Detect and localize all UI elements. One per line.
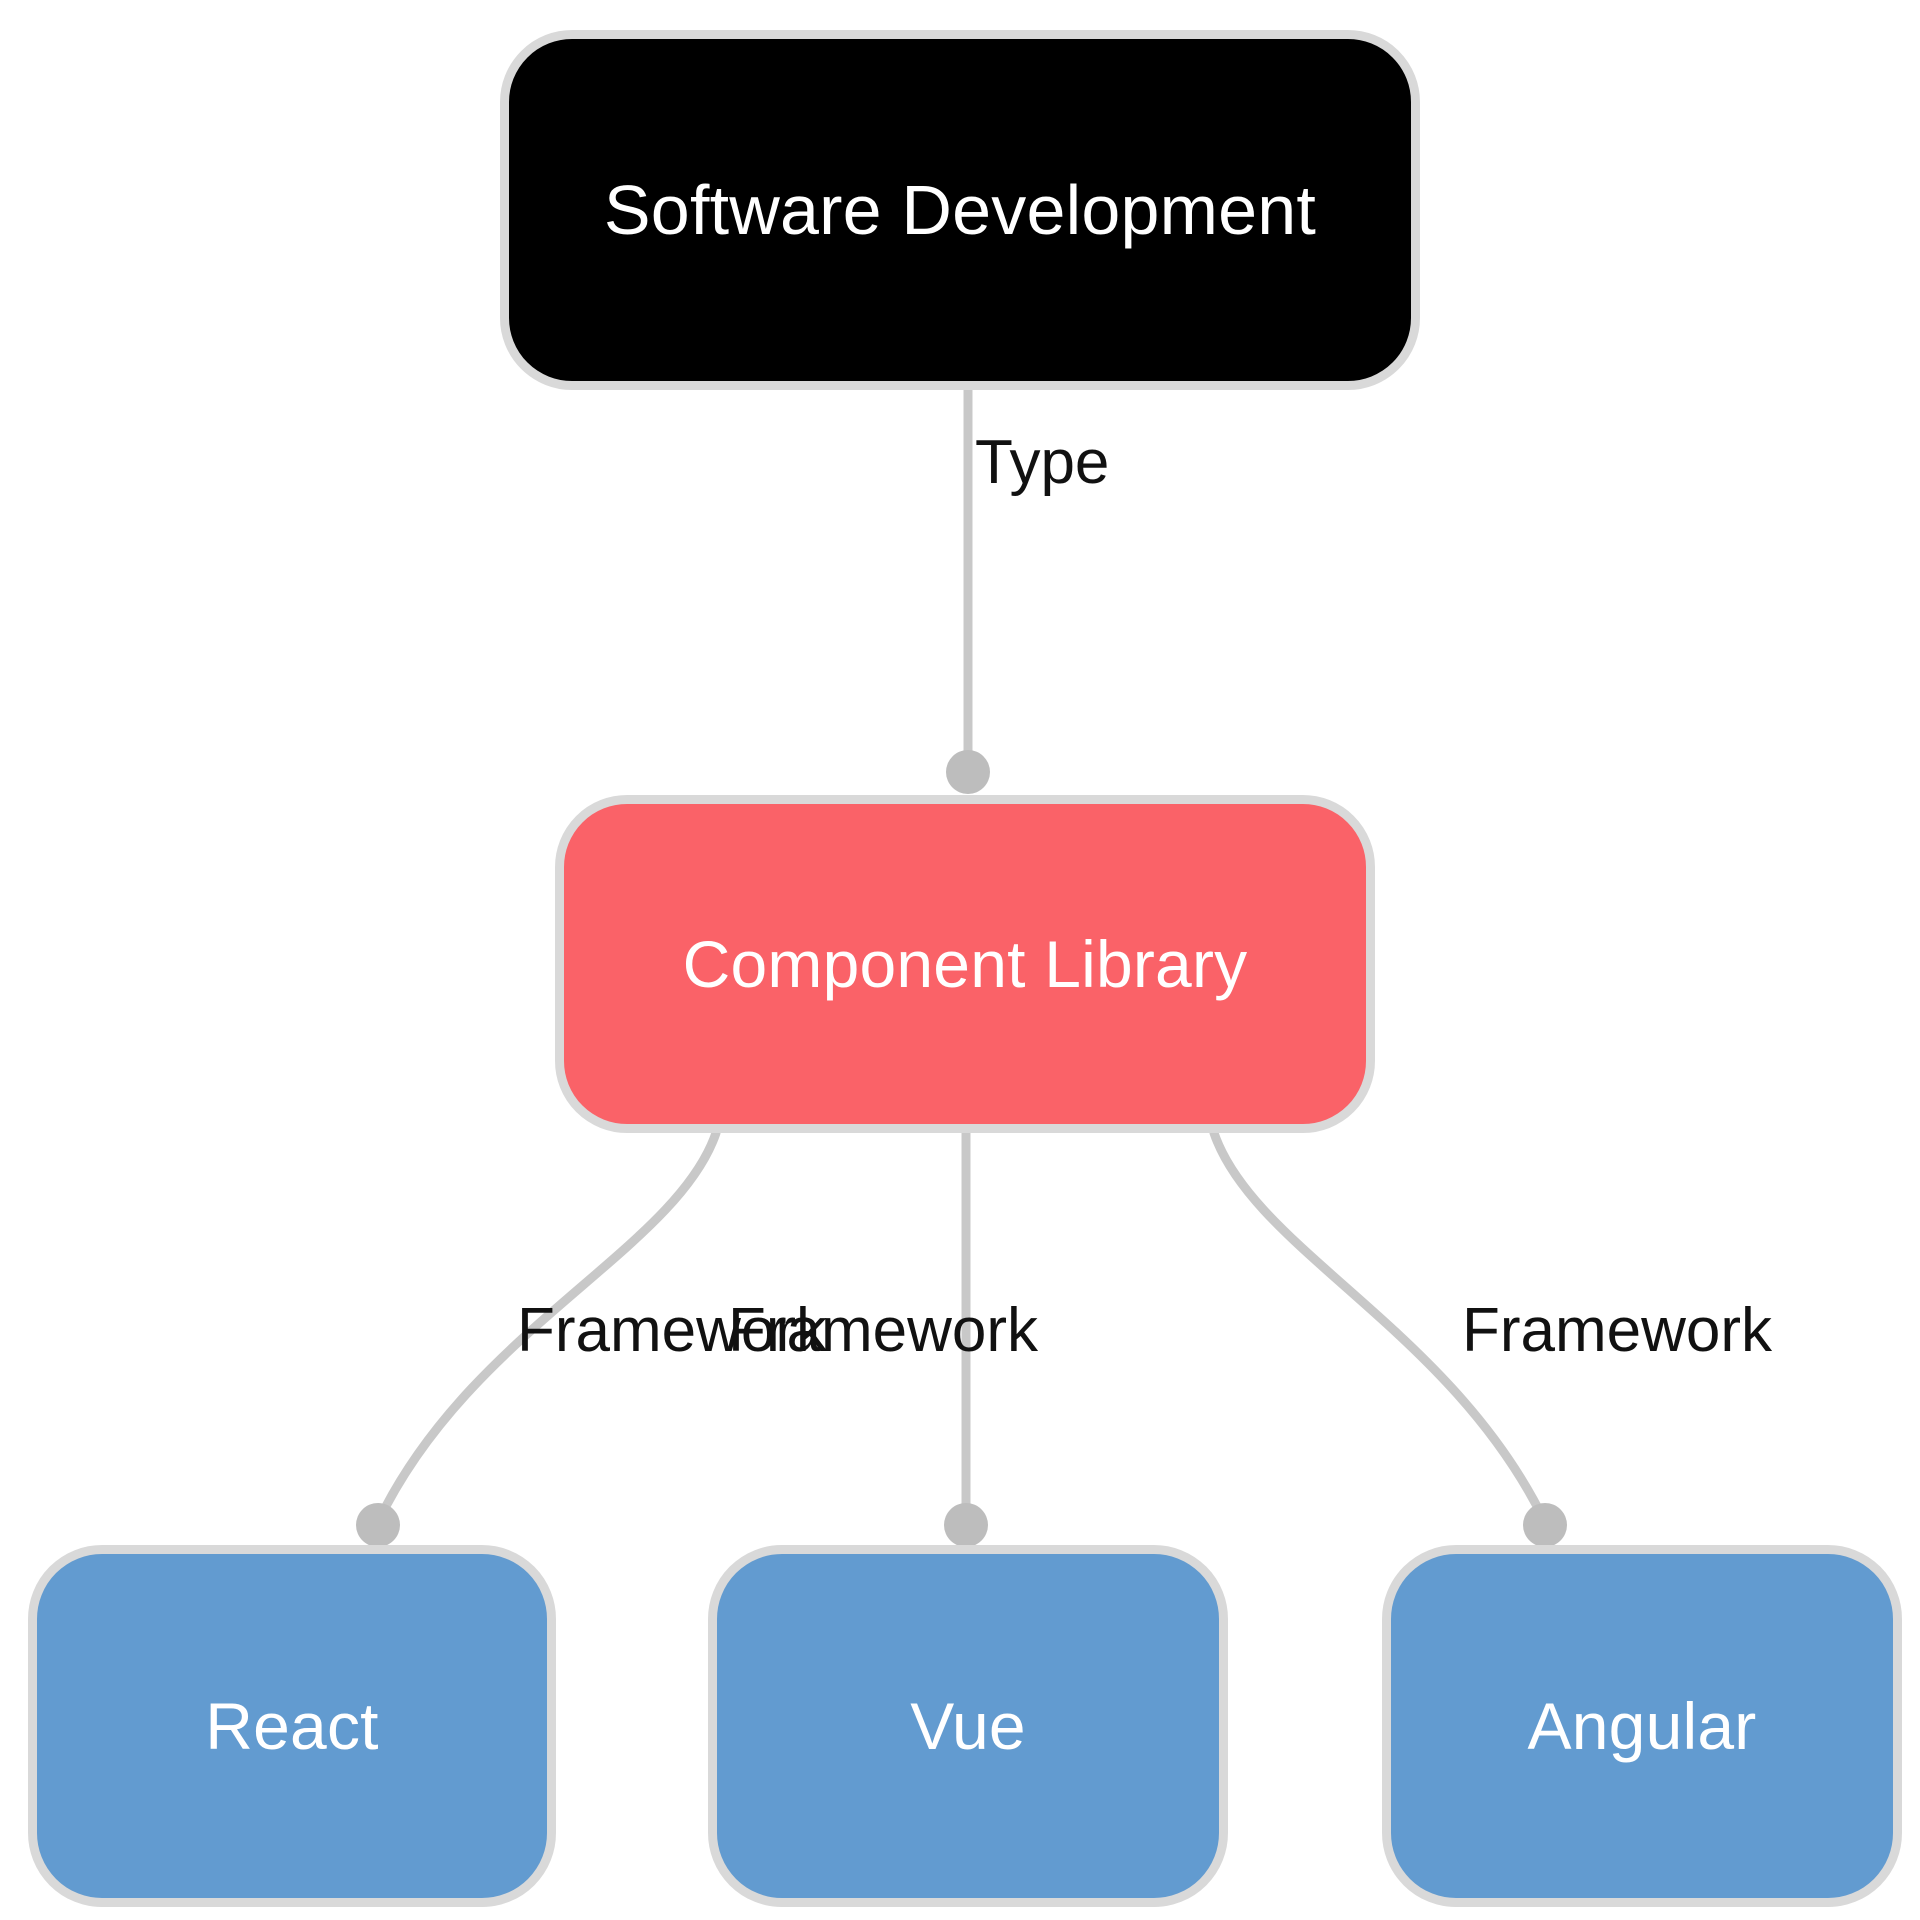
node-software-development[interactable]: Software Development [500,30,1420,390]
node-label-software-development: Software Development [603,170,1317,249]
node-vue[interactable]: Vue [708,1545,1228,1907]
edge-endpoint-component-library [946,750,990,794]
node-component-library[interactable]: Component Library [555,795,1375,1133]
edge-label-framework-react: Framework [517,1296,828,1365]
node-label-vue: Vue [910,1688,1026,1763]
edge-endpoint-react [356,1503,400,1547]
edge-label-framework-angular: Framework [1462,1296,1773,1365]
node-label-angular: Angular [1527,1688,1757,1763]
node-label-react: React [205,1688,379,1763]
edge-component-library-to-react [373,1128,721,1527]
edge-component-library-to-angular [1209,1128,1550,1527]
edge-endpoint-vue [944,1503,988,1547]
edge-label-type: Type [975,428,1110,497]
node-angular[interactable]: Angular [1382,1545,1902,1907]
node-label-component-library: Component Library [682,926,1248,1001]
edge-endpoint-angular [1523,1503,1567,1547]
node-react[interactable]: React [28,1545,556,1907]
edge-label-framework-vue: Framework [728,1296,1039,1365]
